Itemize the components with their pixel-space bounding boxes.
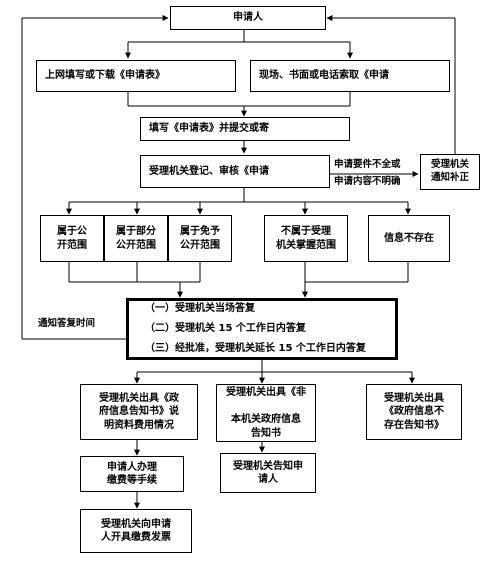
node-issue-disclosure: 受理机关出具《政 府信息告知书》说 明资料费用情况 [80, 384, 198, 440]
reply-option-2: （二）受理机关 15 个工作日内答复 [145, 323, 306, 334]
node-info-not-exist: 信息不存在 [368, 215, 450, 262]
label-incomplete-elements: 申请要件不全或 [334, 159, 401, 170]
node-reply-options: （一）受理机关当场答复 （二）受理机关 15 个工作日内答复 （三）经批准，受理… [126, 298, 398, 360]
node-applicant: 申请人 [170, 6, 326, 30]
node-exempt-public: 属于免予 公开范围 [168, 215, 232, 262]
reply-option-1: （一）受理机关当场答复 [145, 303, 255, 314]
label-notify-reply-time: 通知答复时间 [38, 318, 96, 329]
node-issue-non-agency: 受理机关出具《非 本机关政府信息 告知书 [216, 384, 316, 442]
node-public-scope: 属于公 开范围 [40, 215, 104, 262]
label-unclear-content: 申请内容不明确 [334, 176, 401, 187]
node-submit-form: 填写《申请表》并提交或寄 [140, 117, 350, 141]
node-onsite-request: 现场、书面或电话索取《申请 [250, 60, 450, 92]
node-invoice: 受理机关向申请 人开具缴费发票 [80, 509, 192, 553]
node-pay-fees: 申请人办理 缴费等手续 [80, 456, 184, 492]
node-online-download: 上网填写或下载《申请表》 [36, 60, 236, 92]
node-issue-not-exist: 受理机关出具 《政府信息不 存在告知书》 [366, 384, 462, 440]
node-not-in-jurisdiction: 不属于受理 机关掌握范围 [264, 215, 348, 262]
node-partial-public: 属于部分 公开范围 [104, 215, 168, 262]
node-register-review: 受理机关登记、审核《申请 [140, 155, 330, 188]
reply-option-3: （三）经批准，受理机关延长 15 个工作日内答复 [145, 343, 366, 354]
node-notify-applicant: 受理机关告知申 请人 [220, 453, 316, 493]
node-notify-correction: 受理机关 通知补正 [420, 154, 480, 190]
